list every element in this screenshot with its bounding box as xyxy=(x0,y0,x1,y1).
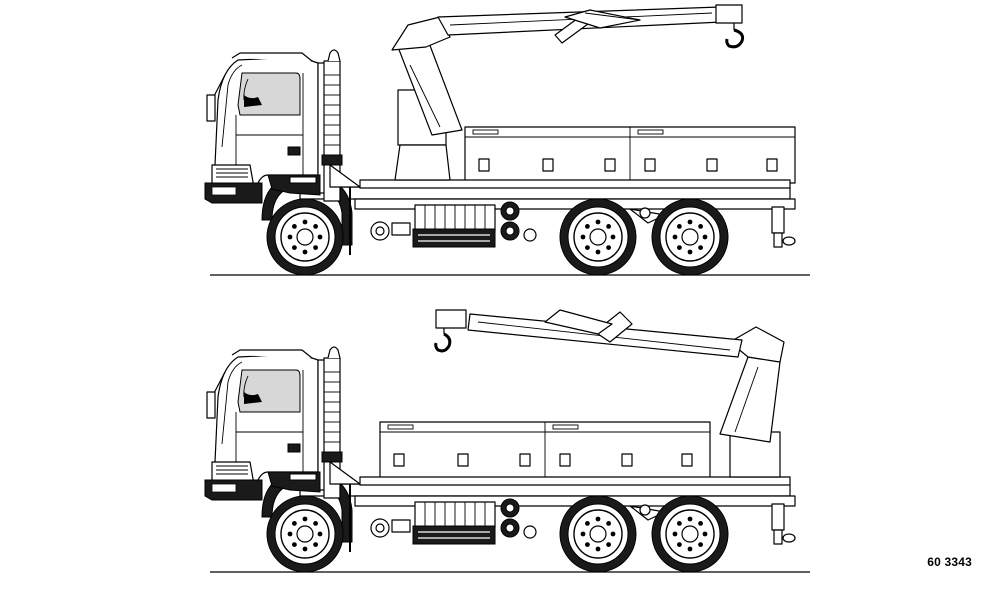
truck-bottom-crane-at-rear xyxy=(205,309,810,572)
truck-top-crane-behind-cab xyxy=(205,4,810,275)
figure-reference-code: 60 3343 xyxy=(927,555,972,569)
